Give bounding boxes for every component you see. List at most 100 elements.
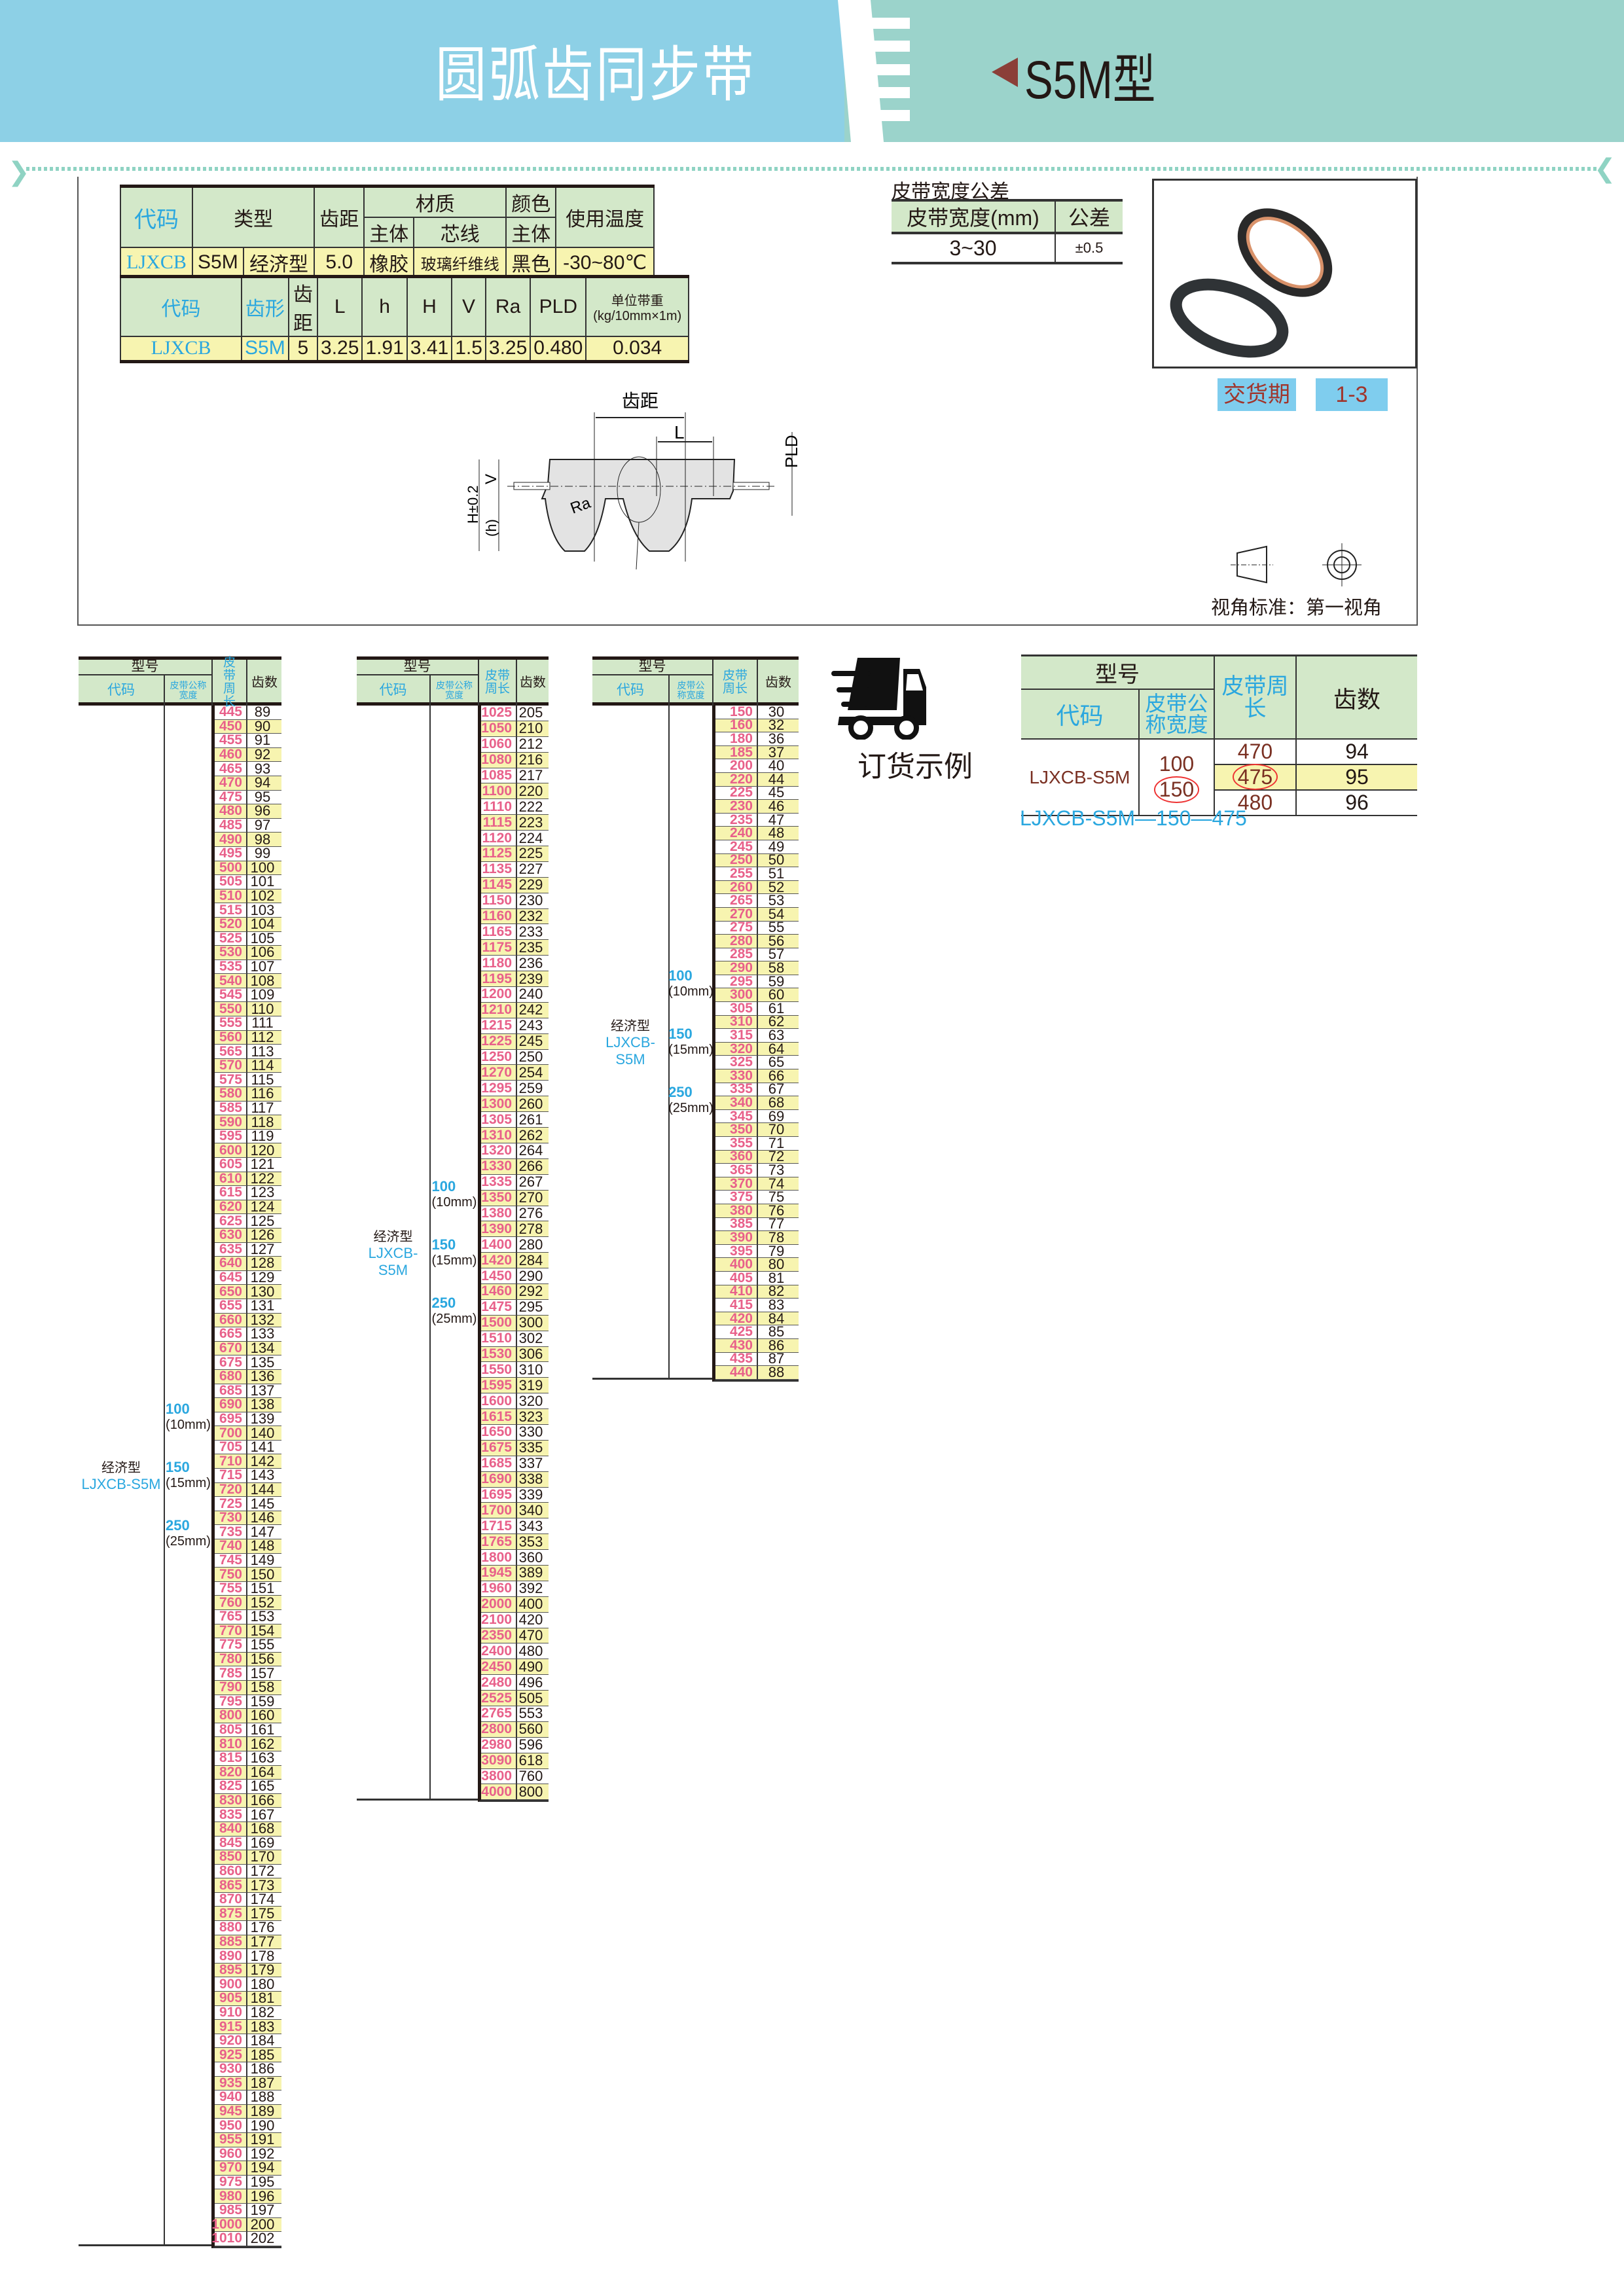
teeth-cell: 145 xyxy=(247,1496,281,1512)
length-cell: 850 xyxy=(215,1849,247,1865)
teeth-cell: 157 xyxy=(247,1665,281,1681)
header-pitch: 齿距 xyxy=(314,185,365,248)
teeth-cell: 190 xyxy=(247,2117,281,2134)
teeth-cell: 65 xyxy=(758,1054,799,1070)
length-cell: 520 xyxy=(215,916,247,932)
teeth-cell: 480 xyxy=(517,1643,549,1660)
length-cell: 1690 xyxy=(481,1471,517,1488)
teeth-cell: 103 xyxy=(247,902,281,918)
header-code: 代码 xyxy=(120,185,193,248)
length-cell: 625 xyxy=(215,1213,247,1229)
length-cell: 1120 xyxy=(481,831,517,847)
cell-code: LJXCB xyxy=(120,336,242,362)
teeth-cell: 185 xyxy=(247,2047,281,2063)
teeth-cell: 85 xyxy=(758,1323,799,1340)
teeth-cell: 162 xyxy=(247,1736,281,1752)
length-cell: 230 xyxy=(715,798,758,814)
model-type: 经济型 xyxy=(611,1019,650,1033)
length-cell: 620 xyxy=(215,1199,247,1215)
teeth-cell: 158 xyxy=(247,1679,281,1695)
teeth-cell: 618 xyxy=(517,1752,549,1769)
teeth-cell: 148 xyxy=(247,1537,281,1554)
teeth-cell: 91 xyxy=(247,732,281,748)
teeth-cell: 37 xyxy=(758,744,799,761)
teeth-cell: 335 xyxy=(517,1439,549,1456)
teeth-cell: 210 xyxy=(517,720,549,737)
teeth-cell: 180 xyxy=(247,1976,281,1992)
teeth-cell: 183 xyxy=(247,2018,281,2035)
length-cell: 815 xyxy=(215,1750,247,1766)
length-cell: 870 xyxy=(215,1892,247,1907)
length-cell: 1310 xyxy=(481,1128,517,1143)
length-cell: 1530 xyxy=(481,1346,517,1363)
length-cell: 280 xyxy=(715,933,758,948)
label-pitch: 齿距 xyxy=(622,391,659,411)
length-cell: 645 xyxy=(215,1270,247,1285)
length-cell: 975 xyxy=(215,2174,247,2190)
width-option: 150(15mm) xyxy=(166,1459,211,1491)
cell-temp: -30~80℃ xyxy=(555,247,655,279)
teeth-cell: 320 xyxy=(517,1393,549,1410)
teeth-cell: 108 xyxy=(247,973,281,989)
teeth-cell: 280 xyxy=(517,1236,549,1253)
teeth-cell: 98 xyxy=(247,831,281,848)
length-cell: 2800 xyxy=(481,1721,517,1738)
teeth-cell: 169 xyxy=(247,1835,281,1851)
teeth-cell: 78 xyxy=(758,1229,799,1246)
teeth-cell: 161 xyxy=(247,1721,281,1738)
teeth-cell: 128 xyxy=(247,1255,281,1271)
teeth-cell: 57 xyxy=(758,946,799,962)
length-cell: 940 xyxy=(215,2089,247,2105)
length-cell: 880 xyxy=(215,1920,247,1935)
header-Ra: Ra xyxy=(484,276,532,337)
teeth-cell: 141 xyxy=(247,1439,281,1455)
teeth-cell: 131 xyxy=(247,1297,281,1314)
teeth-cell: 156 xyxy=(247,1651,281,1667)
length-cell: 720 xyxy=(215,1482,247,1498)
length-cell: 935 xyxy=(215,2075,247,2091)
cell-L: 3.25 xyxy=(317,336,363,362)
teeth-cell: 225 xyxy=(517,845,549,862)
teeth-cell: 389 xyxy=(517,1564,549,1581)
length-cell: 1420 xyxy=(481,1253,517,1269)
header-band-left xyxy=(0,0,851,142)
length-cell: 845 xyxy=(215,1835,247,1851)
length-cell: 150 xyxy=(715,704,758,719)
teeth-cell: 196 xyxy=(247,2188,281,2204)
teeth-cell: 81 xyxy=(758,1270,799,1286)
length-cell: 395 xyxy=(715,1244,758,1259)
teeth-cell: 52 xyxy=(758,879,799,895)
length-cell: 725 xyxy=(215,1496,247,1511)
